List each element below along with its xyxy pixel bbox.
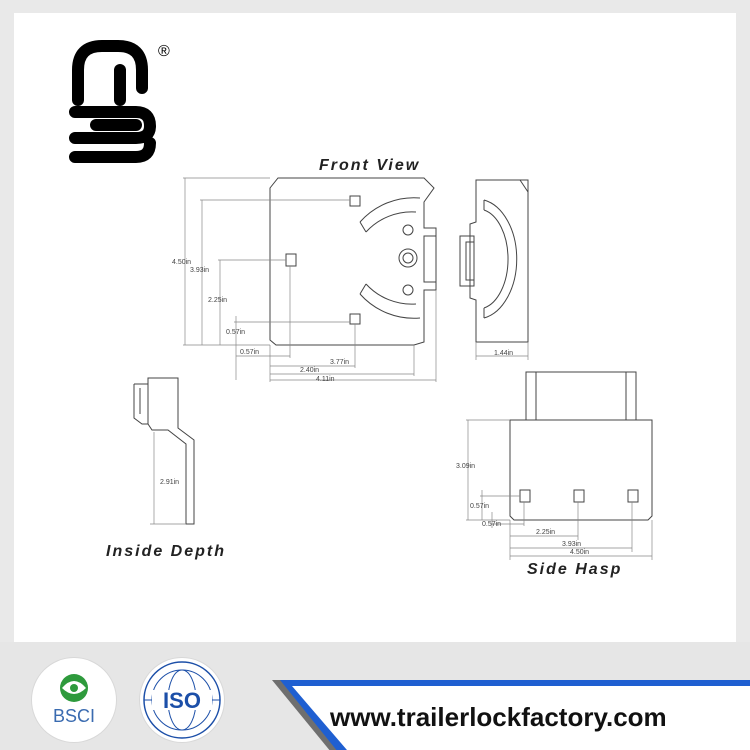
dim-width-240: 2.40in xyxy=(300,367,319,374)
front-dimension-lines xyxy=(183,177,437,382)
inside-depth-bracket xyxy=(133,377,195,525)
dim-hasp-width-225: 2.25in xyxy=(536,529,555,536)
registered-mark: ® xyxy=(158,43,170,60)
brand-logo xyxy=(69,40,156,163)
side-hasp-plate xyxy=(509,371,653,521)
dim-hasp-offset-057-v: 0.57in xyxy=(470,503,489,510)
front-view-title: Front View xyxy=(319,157,421,174)
dim-hasp-width-450: 4.50in xyxy=(570,549,589,556)
dim-side-width: 1.44in xyxy=(494,350,513,357)
technical-drawing: ® xyxy=(69,40,653,560)
front-view-plate xyxy=(269,177,437,346)
bsci-badge: BSCI xyxy=(32,658,116,742)
dim-height-225: 2.25in xyxy=(208,297,227,304)
bsci-leaf-icon xyxy=(60,674,88,702)
dim-offset-057-h: 0.57in xyxy=(240,349,259,356)
dim-width-411: 4.11in xyxy=(316,376,335,383)
dim-hasp-height: 3.09in xyxy=(456,463,475,470)
dim-height-393: 3.93in xyxy=(190,267,209,274)
dim-hasp-width-393: 3.93in xyxy=(562,541,581,548)
drawing-sheet: ® xyxy=(14,13,736,642)
side-view xyxy=(459,179,529,343)
dim-overall-height: 4.50in xyxy=(172,259,191,266)
dim-inside-depth: 2.91in xyxy=(160,479,179,486)
iso-badge: ISO xyxy=(140,658,224,742)
iso-label: ISO xyxy=(163,688,201,713)
website-link[interactable]: www.trailerlockfactory.com xyxy=(330,702,667,732)
side-hasp-title: Side Hasp xyxy=(527,561,623,578)
hasp-dimension-lines xyxy=(466,419,653,560)
dim-offset-057-v: 0.57in xyxy=(226,329,245,336)
website-bar xyxy=(292,686,750,750)
inside-depth-title: Inside Depth xyxy=(106,543,227,560)
bsci-label: BSCI xyxy=(52,706,95,726)
inside-depth-dim-lines xyxy=(150,432,186,525)
dim-width-377: 3.77in xyxy=(330,359,349,366)
iso-globe-icon: ISO xyxy=(143,661,221,739)
dim-hasp-offset-057-h: 0.57in xyxy=(482,521,501,528)
side-dimension-lines xyxy=(475,342,529,360)
